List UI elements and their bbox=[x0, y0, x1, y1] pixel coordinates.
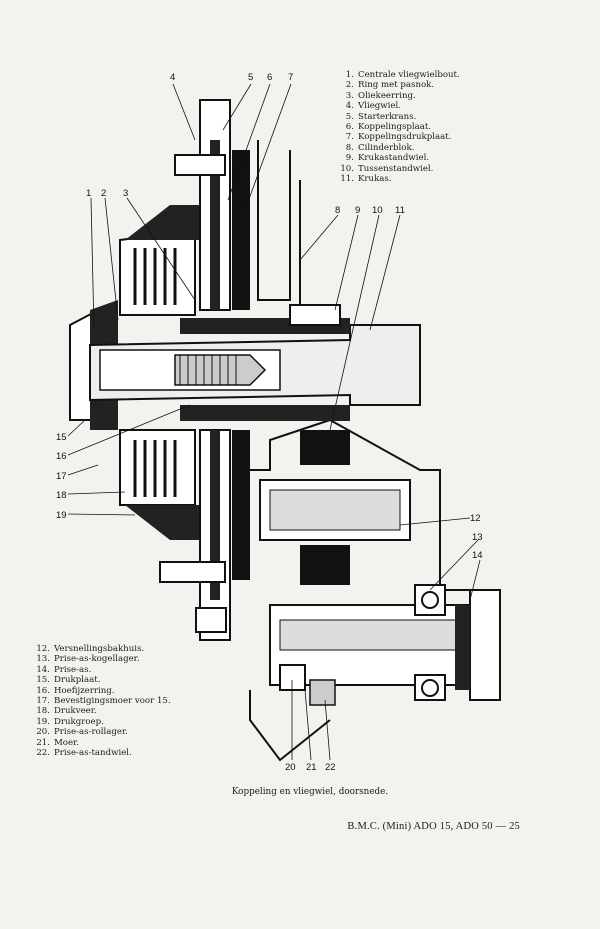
callout-15: 15 bbox=[56, 432, 67, 443]
crankshaft bbox=[89, 318, 421, 421]
legend-item: 12.Versnellingsbakhuis. bbox=[36, 644, 145, 654]
legend-parts-12-22: 12.Versnellingsbakhuis. 13.Prise-as-koge… bbox=[30, 644, 171, 759]
callout-19: 19 bbox=[56, 510, 67, 521]
legend-item: 3.Oliekeerring. bbox=[345, 90, 416, 101]
legend-item: 6.Koppelingsplaat. bbox=[345, 122, 432, 133]
callout-10: 10 bbox=[372, 205, 383, 216]
legend-item: 1.Centrale vliegwielbout. bbox=[345, 70, 460, 80]
callout-13: 13 bbox=[472, 532, 483, 543]
legend-item: 15.Drukplaat. bbox=[36, 675, 101, 686]
legend-item: 10.Tussenstandwiel. bbox=[340, 163, 434, 174]
callout-4: 4 bbox=[170, 72, 175, 83]
callout-3: 3 bbox=[123, 188, 128, 199]
callout-17: 17 bbox=[56, 471, 67, 482]
legend-item: 20.Prise-as-rollager. bbox=[36, 727, 128, 738]
legend-item: 14.Prise-as. bbox=[36, 664, 92, 675]
legend-item: 21.Moer. bbox=[36, 737, 79, 748]
callout-5: 5 bbox=[248, 72, 253, 83]
legend-item: 13.Prise-as-kogellager. bbox=[36, 654, 140, 665]
callout-9: 9 bbox=[355, 205, 360, 216]
legend-item: 4.Vliegwiel. bbox=[345, 101, 401, 112]
callout-7: 7 bbox=[288, 72, 293, 83]
legend-item: 11.Krukas. bbox=[340, 174, 392, 185]
callout-6: 6 bbox=[267, 72, 272, 83]
legend-item: 16.Hoefijzerring. bbox=[36, 685, 115, 696]
legend-item: 8.Cilinderblok. bbox=[345, 142, 415, 153]
figure-caption: Koppeling en vliegwiel, doorsnede. bbox=[231, 787, 389, 797]
flywheel-plates bbox=[159, 99, 250, 641]
legend-item: 7.Koppelingsdrukplaat. bbox=[345, 132, 452, 143]
callout-22: 22 bbox=[325, 762, 336, 773]
legend-item: 9.Krukastandwiel. bbox=[345, 153, 430, 164]
legend-item: 19.Drukgroep. bbox=[36, 716, 104, 727]
gears bbox=[259, 304, 501, 706]
callout-18: 18 bbox=[56, 490, 67, 501]
callout-21: 21 bbox=[306, 762, 317, 773]
callout-1: 1 bbox=[86, 188, 91, 199]
legend-item: 2.Ring met pasnok. bbox=[345, 80, 435, 91]
legend-item: 5.Starterkrans. bbox=[345, 111, 417, 122]
callout-12: 12 bbox=[470, 513, 481, 524]
callout-14: 14 bbox=[472, 550, 483, 561]
legend-parts-1-11: 1.Centrale vliegwielbout. 2.Ring met pas… bbox=[334, 70, 460, 185]
callout-16: 16 bbox=[56, 451, 67, 462]
legend-item: 22.Prise-as-tandwiel. bbox=[36, 748, 132, 759]
leader-lines bbox=[67, 83, 481, 761]
legend-item: 17.Bevestigingsmoer voor 15. bbox=[36, 696, 171, 707]
callout-11: 11 bbox=[395, 205, 405, 216]
callout-20: 20 bbox=[285, 762, 296, 773]
legend-item: 18.Drukveer. bbox=[36, 706, 97, 717]
engine-block bbox=[249, 140, 480, 762]
callout-2: 2 bbox=[101, 188, 106, 199]
callout-8: 8 bbox=[335, 205, 340, 216]
page-footer: B.M.C. (Mini) ADO 15, ADO 50 — 25 bbox=[347, 821, 520, 832]
